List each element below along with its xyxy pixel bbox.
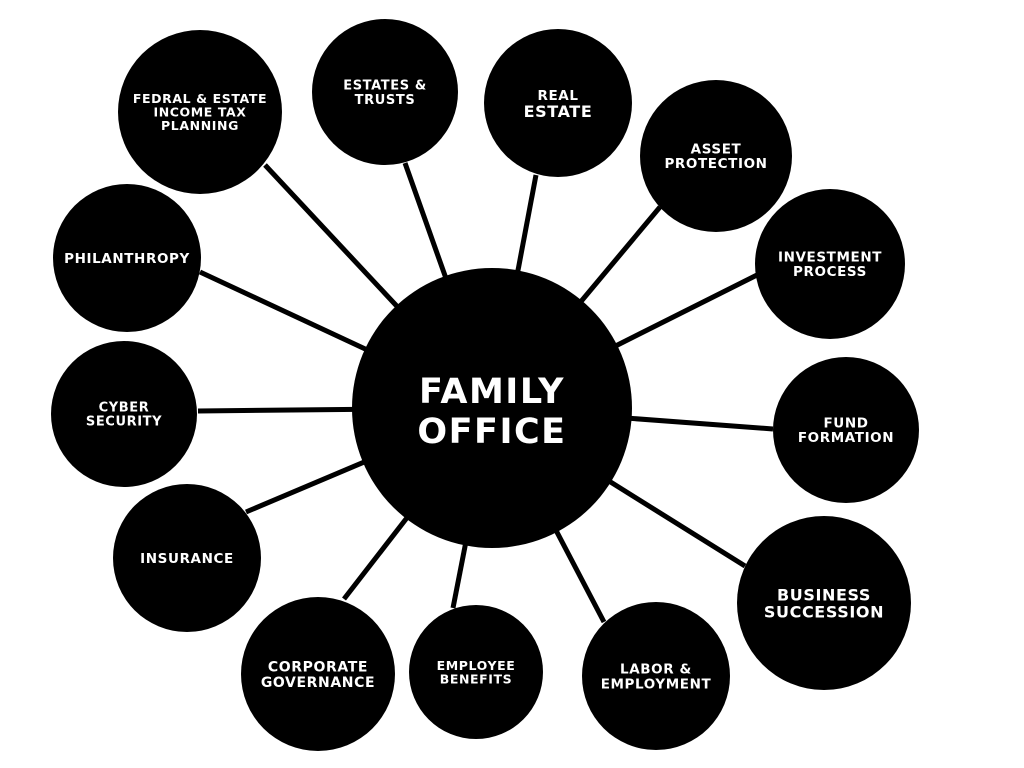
node-label-fedral-estate-income-tax-planning-line-1: FEDRAL & ESTATE <box>133 91 267 106</box>
node-label-estates-trusts-line-1: ESTATES & <box>343 78 427 93</box>
node-circle-labor-employment <box>582 602 730 750</box>
node-circle-estates-trusts <box>312 19 458 165</box>
node-label-fedral-estate-income-tax-planning-line-2: INCOME TAX <box>153 105 246 120</box>
node-label-investment-process-line-2: PROCESS <box>793 264 867 280</box>
node-label-fund-formation-line-1: FUND <box>823 416 868 432</box>
node-label-real-estate-line-1: REAL <box>537 88 578 104</box>
connector-estates-trusts <box>402 162 449 281</box>
node-circle-cyber-security <box>51 341 197 487</box>
node-label-corporate-governance-line-1: CORPORATE <box>268 659 368 675</box>
node-label-asset-protection-line-2: PROTECTION <box>664 156 767 172</box>
center-label-line-1: FAMILY <box>419 372 565 412</box>
node-label-labor-employment-line-1: LABOR & <box>620 661 692 677</box>
node-circle-fedral-estate-income-tax-planning <box>118 30 282 194</box>
node-label-fund-formation-line-2: FORMATION <box>798 430 894 446</box>
connector-business-succession <box>606 477 747 569</box>
node-insurance: INSURANCE <box>113 484 261 632</box>
node-estates-trusts: ESTATES &TRUSTS <box>312 19 458 165</box>
connector-fedral-estate-income-tax-planning <box>263 163 401 311</box>
center-circle <box>352 268 632 548</box>
connector-corporate-governance <box>342 513 411 601</box>
node-label-business-succession-line-2: SUCCESSION <box>764 602 884 621</box>
node-circle-asset-protection <box>640 80 792 232</box>
node-circle-investment-process <box>755 189 905 339</box>
node-circle-philanthropy <box>53 184 201 332</box>
connector-labor-employment <box>552 527 607 624</box>
node-label-employee-benefits-line-2: BENEFITS <box>440 671 513 686</box>
node-circle-business-succession <box>737 516 911 690</box>
node-label-cyber-security-line-1: CYBER <box>99 401 150 416</box>
connector-investment-process <box>612 272 759 350</box>
node-circle-corporate-governance <box>241 597 395 751</box>
node-circle-real-estate <box>484 29 632 177</box>
node-label-business-succession-line-1: BUSINESS <box>777 585 871 604</box>
connector-philanthropy <box>198 269 370 353</box>
center-node: FAMILY OFFICE <box>352 268 632 548</box>
node-label-asset-protection-line-1: ASSET <box>691 142 742 158</box>
connector-insurance <box>245 458 368 515</box>
node-label-cyber-security-line-2: SECURITY <box>86 415 162 430</box>
node-circle-employee-benefits <box>409 605 543 739</box>
node-circle-fund-formation <box>773 357 919 503</box>
node-label-real-estate-line-2: ESTATE <box>524 102 593 121</box>
node-label-insurance-line-1: INSURANCE <box>140 551 234 567</box>
connector-employee-benefits <box>450 541 469 609</box>
connector-real-estate <box>514 174 539 275</box>
connector-fund-formation <box>627 415 774 432</box>
node-labor-employment: LABOR &EMPLOYMENT <box>582 602 730 750</box>
node-circle-insurance <box>113 484 261 632</box>
node-label-investment-process-line-1: INVESTMENT <box>778 250 882 266</box>
node-label-philanthropy-line-1: PHILANTHROPY <box>64 251 190 267</box>
connectors <box>197 162 774 624</box>
node-label-employee-benefits-line-1: EMPLOYEE <box>437 658 516 673</box>
node-label-estates-trusts-line-2: TRUSTS <box>355 93 416 108</box>
node-label-labor-employment-line-2: EMPLOYMENT <box>601 676 712 692</box>
connector-asset-protection <box>577 205 662 306</box>
connector-cyber-security <box>197 406 357 414</box>
node-philanthropy: PHILANTHROPY <box>53 184 201 332</box>
center-label-line-2: OFFICE <box>417 412 566 452</box>
node-label-corporate-governance-line-2: GOVERNANCE <box>261 675 375 691</box>
node-label-fedral-estate-income-tax-planning-line-3: PLANNING <box>161 118 239 133</box>
